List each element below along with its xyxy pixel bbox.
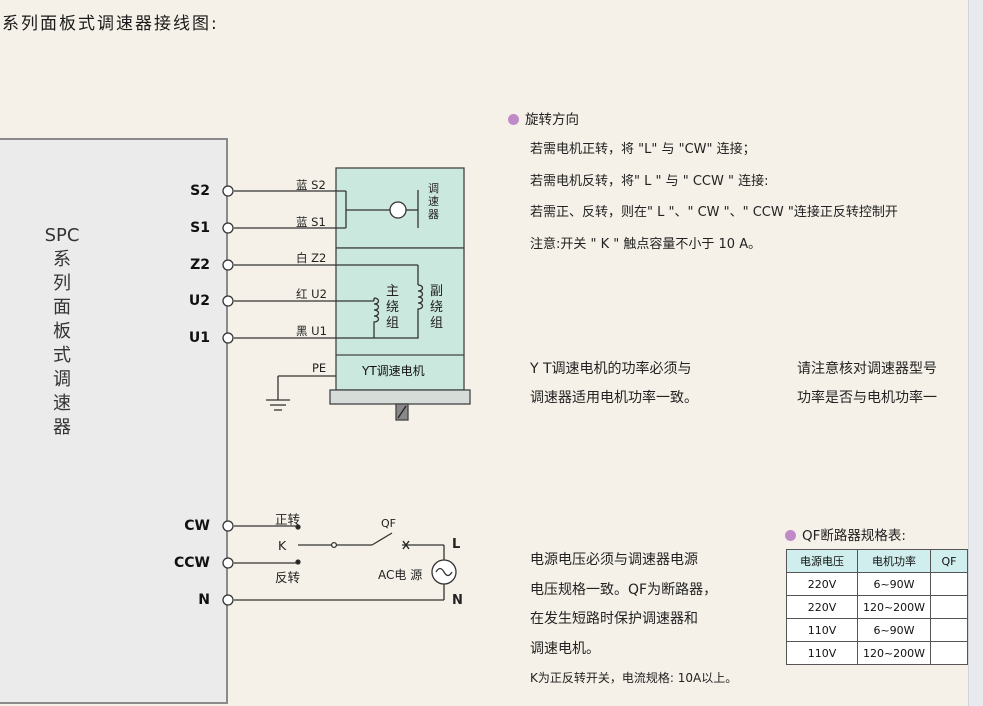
qf-spec-table: 电源电压 电机功率 QF 220V 6~90W 220V 120~200W 11… <box>786 549 968 665</box>
table-cell: 6~90W <box>856 618 932 642</box>
table-row: 220V 120~200W <box>786 595 968 619</box>
supply-note: 电源电压必须与调速器电源 电压规格一致。QF为断路器， 在发生短路时保护调速器和… <box>530 546 737 694</box>
wire-label-s2: 蓝 S2 <box>296 178 326 192</box>
terminal-z2-label: Z2 <box>190 257 210 273</box>
line-l-label: L <box>452 537 461 552</box>
terminal-cw <box>222 520 234 532</box>
governor-box <box>335 167 465 249</box>
terminal-n-label: N <box>198 592 210 608</box>
spc-controller-label: SPC 系 列 面 板 式 调 速 器 <box>44 225 80 438</box>
table-cell: 6~90W <box>856 572 932 596</box>
ac-source-label: AC电 源 <box>378 568 423 582</box>
speed-sensor-icon <box>389 201 407 219</box>
wire-label-z2: 白 Z2 <box>296 251 327 265</box>
terminal-u2 <box>222 295 234 307</box>
table-cell: 110V <box>786 618 858 642</box>
terminal-ccw-label: CCW <box>174 555 210 571</box>
check-note-line: 请注意核对调速器型号 <box>797 361 937 377</box>
table-cell: 220V <box>786 572 858 596</box>
table-cell: 120~200W <box>856 641 932 665</box>
table-cell: 220V <box>786 595 858 619</box>
table-cell: 110V <box>786 641 858 665</box>
supply-note-line: 电源电压必须与调速器电源 <box>530 552 698 568</box>
rotation-line: 注意:开关 " K " 触点容量不小于 10 A。 <box>530 236 762 252</box>
supply-note-line: 调速电机。 <box>530 640 600 657</box>
table-cell <box>930 641 968 665</box>
wire-label-u2: 红 U2 <box>296 287 327 301</box>
terminal-s1-label: S1 <box>190 220 210 236</box>
rotation-line: 若需正、反转，则在" L "、" CW "、" CCW "连接正反转控制开 <box>530 205 898 220</box>
page-title: 系列面板式调速器接线图: <box>2 14 219 34</box>
aux-winding-label: 副绕组 <box>430 284 444 331</box>
table-cell <box>930 618 968 642</box>
rotation-notes: 若需电机正转，将 "L" 与 "CW" 连接； 若需电机反转，将" L " 与 … <box>530 134 898 260</box>
table-row: 220V 6~90W <box>786 572 968 596</box>
supply-note-line: 电压规格一致。QF为断路器， <box>530 581 718 598</box>
check-note-line: 功率是否与电机功率一 <box>797 390 937 406</box>
right-scroll-edge <box>968 0 983 706</box>
qf-table-heading: QF断路器规格表: <box>785 524 906 544</box>
check-note: 请注意核对调速器型号 功率是否与电机功率一 <box>797 355 937 413</box>
terminal-ccw <box>222 557 234 569</box>
supply-note-line: K为正反转开关，电流规格: 10A以上。 <box>530 671 738 685</box>
terminal-u1 <box>222 332 234 344</box>
terminal-u1-label: U1 <box>188 330 210 346</box>
motor-box <box>335 247 465 391</box>
table-row: 110V 6~90W <box>786 618 968 642</box>
main-winding-label: 主绕组 <box>386 284 400 331</box>
forward-label: 正转 <box>275 512 301 527</box>
line-n-label: N <box>452 593 463 608</box>
wire-label-s1: 蓝 S1 <box>296 215 326 229</box>
qf-switch-label: QF <box>381 517 396 530</box>
supply-note-line: 在发生短路时保护调速器和 <box>530 611 698 627</box>
bullet-icon <box>508 114 519 125</box>
table-cell <box>930 572 968 596</box>
wire-label-u1: 黑 U1 <box>296 324 327 338</box>
table-row: 110V 120~200W <box>786 641 968 665</box>
terminal-n <box>222 594 234 606</box>
wire-label-pe: PE <box>312 361 327 375</box>
table-header: 电源电压 <box>786 549 858 573</box>
motor-base <box>329 389 471 405</box>
rotation-line: 若需电机正转，将 "L" 与 "CW" 连接； <box>530 142 756 157</box>
switch-k-label: K <box>278 538 287 553</box>
terminal-z2 <box>222 259 234 271</box>
power-note-line: Y T调速电机的功率必须与 <box>530 361 692 377</box>
reverse-label: 反转 <box>275 570 301 585</box>
table-header: 电机功率 <box>856 549 932 573</box>
motor-label: YT调速电机 <box>362 364 425 378</box>
table-cell <box>930 595 968 619</box>
table-header: QF <box>930 549 968 573</box>
terminal-s2-label: S2 <box>190 183 210 199</box>
governor-label: 调速器 <box>428 182 439 221</box>
table-cell: 120~200W <box>856 595 932 619</box>
table-header-row: 电源电压 电机功率 QF <box>786 549 968 573</box>
power-note: Y T调速电机的功率必须与 调速器适用电机功率一致。 <box>530 355 698 413</box>
rotation-line: 若需电机反转，将" L " 与 " CCW " 连接: <box>530 173 769 189</box>
terminal-u2-label: U2 <box>188 293 210 309</box>
power-note-line: 调速器适用电机功率一致。 <box>530 390 698 406</box>
spc-controller-box <box>0 138 228 704</box>
bullet-icon <box>785 530 796 541</box>
terminal-s2 <box>222 185 234 197</box>
rotation-heading: 旋转方向 <box>508 108 579 128</box>
terminal-s1 <box>222 222 234 234</box>
terminal-cw-label: CW <box>184 518 210 534</box>
